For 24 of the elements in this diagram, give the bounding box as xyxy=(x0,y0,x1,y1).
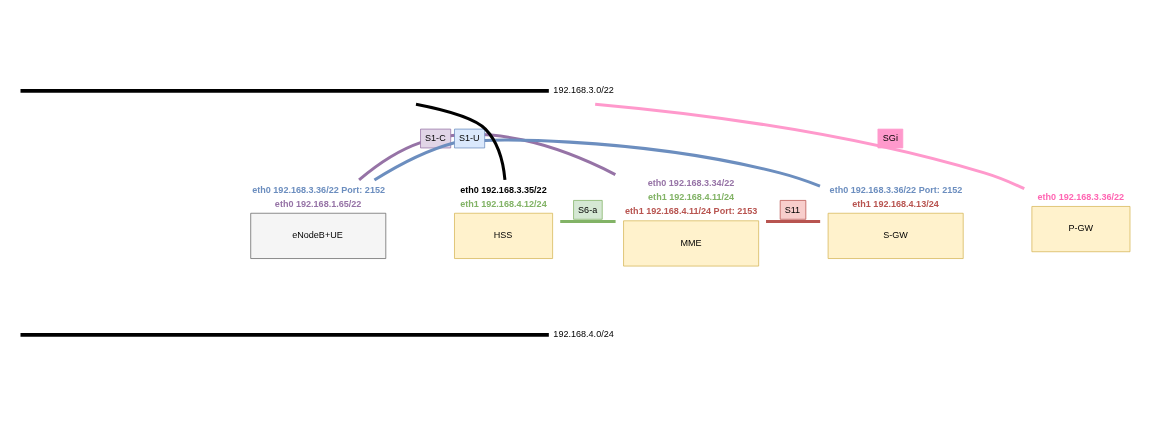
node-label: eth0 192.168.3.36/22 Port: 2152 xyxy=(829,184,963,195)
node-label: eth0 192.168.3.35/22 xyxy=(460,184,547,195)
connector xyxy=(560,220,616,224)
edge-label: S1-C xyxy=(425,133,446,144)
node-label: eth1 192.168.4.11/24 Port: 2153 xyxy=(625,206,758,217)
node-bar xyxy=(20,332,549,337)
node-label: eth1 192.168.4.12/24 xyxy=(460,198,547,209)
edge-label: S6-a xyxy=(578,204,598,215)
node-label: eth1 192.168.4.13/24 xyxy=(852,198,939,209)
node-bar xyxy=(20,89,549,93)
node-label: eth0 192.168.3.36/22 xyxy=(1037,192,1125,203)
connector xyxy=(766,220,821,224)
edge-label: S11 xyxy=(784,204,801,215)
node-label: eth0 192.168.3.34/22 xyxy=(647,177,735,188)
node-label: 192.168.4.0/24 xyxy=(553,329,614,340)
node-label: eth1 192.168.4.11/24 xyxy=(648,192,735,203)
connector xyxy=(415,102,507,181)
connector xyxy=(595,102,1025,191)
connector xyxy=(373,138,821,188)
node-label: eth0 192.168.1.65/22 xyxy=(274,198,362,209)
edge-label: S1-U xyxy=(459,133,480,144)
node-label: eth0 192.168.3.36/22 Port: 2152 xyxy=(252,184,385,195)
edge-label: SGi xyxy=(882,133,898,144)
node-label: 192.168.3.0/22 xyxy=(553,85,614,96)
